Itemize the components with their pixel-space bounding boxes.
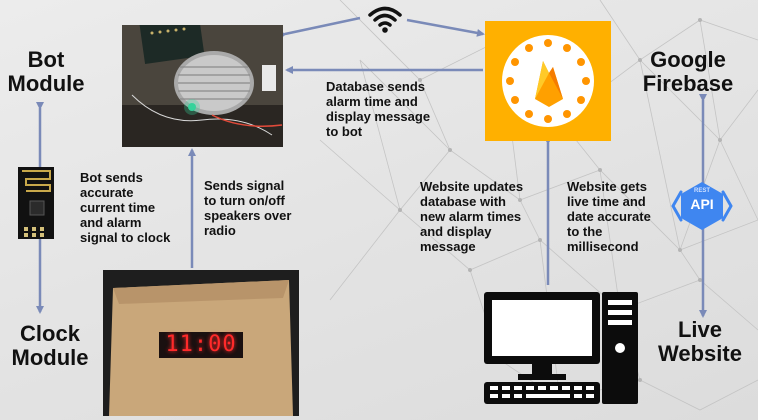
live-website-label-line1: Live — [677, 317, 723, 342]
bot-to-clock-line5: signal to clock — [80, 230, 171, 245]
bot-to-clock-line3: current time — [80, 200, 156, 215]
bot-to-speakers-line4: radio — [204, 223, 236, 238]
api-badge-rest-text: REST — [693, 188, 710, 194]
radio-module-icon — [18, 167, 54, 239]
website-updates-db-line3: new alarm times — [420, 209, 522, 224]
database-to-bot-label: Database sends alarm time and display me… — [326, 79, 456, 139]
website-gets-time-line4: to the — [567, 224, 603, 239]
bot-to-clock-line1: Bot sends — [80, 170, 143, 185]
bot-to-clock-line4: and alarm — [80, 215, 142, 230]
firebase-logo-panel — [485, 21, 611, 141]
bot-to-speakers-label: Sends signal to turn on/off speakers ove… — [204, 178, 316, 238]
rest-api-icon — [671, 182, 733, 230]
website-gets-time-label: Website gets live time and date accurate… — [567, 179, 671, 254]
clock-module-label-line1: Clock — [20, 321, 80, 346]
arrow-wifi-firebase — [406, 18, 485, 37]
live-website-label: Live Website — [642, 318, 758, 366]
clock-led-display: 11:00 — [165, 332, 237, 357]
wifi-icon — [368, 6, 402, 33]
bot-to-speakers-line3: speakers over — [204, 208, 292, 223]
database-to-bot-line2: alarm time and — [326, 94, 418, 109]
bot-module-photo — [122, 25, 283, 147]
website-updates-db-line2: database with — [420, 194, 506, 209]
google-firebase-label-line2: Firebase — [642, 71, 734, 96]
bot-module-label-line2: Module — [7, 71, 85, 96]
arrow-bot-wifi — [278, 16, 361, 40]
database-to-bot-line3: display message — [326, 109, 431, 124]
clock-module-label: Clock Module — [2, 322, 98, 370]
bot-to-clock-label: Bot sends accurate current time and alar… — [80, 170, 198, 245]
bot-module-label-line1: Bot — [27, 47, 65, 72]
bot-to-speakers-line1: Sends signal — [204, 178, 285, 193]
website-gets-time-line1: Website gets — [567, 179, 647, 194]
bot-module-label: Bot Module — [4, 48, 88, 96]
database-to-bot-line1: Database sends — [326, 79, 425, 94]
api-badge-main-text: API — [690, 196, 714, 212]
google-firebase-label: Google Firebase — [628, 48, 748, 96]
website-updates-db-line1: Website updates — [420, 179, 524, 194]
bot-to-clock-line2: accurate — [80, 185, 134, 200]
bot-to-speakers-line2: to turn on/off — [204, 193, 285, 208]
desktop-computer-icon — [484, 292, 638, 404]
clock-module-label-line2: Module — [11, 345, 89, 370]
google-firebase-label-line1: Google — [650, 47, 726, 72]
website-updates-db-label: Website updates database with new alarm … — [420, 179, 546, 254]
website-gets-time-line2: live time and — [567, 194, 646, 209]
website-updates-db-line4: and display — [420, 224, 492, 239]
clock-module-photo: 11:00 — [103, 270, 299, 416]
website-updates-db-line5: message — [420, 239, 476, 254]
website-gets-time-line5: millisecond — [567, 239, 639, 254]
website-gets-time-line3: date accurate — [567, 209, 651, 224]
database-to-bot-line4: to bot — [326, 124, 363, 139]
live-website-label-line2: Website — [658, 341, 742, 366]
